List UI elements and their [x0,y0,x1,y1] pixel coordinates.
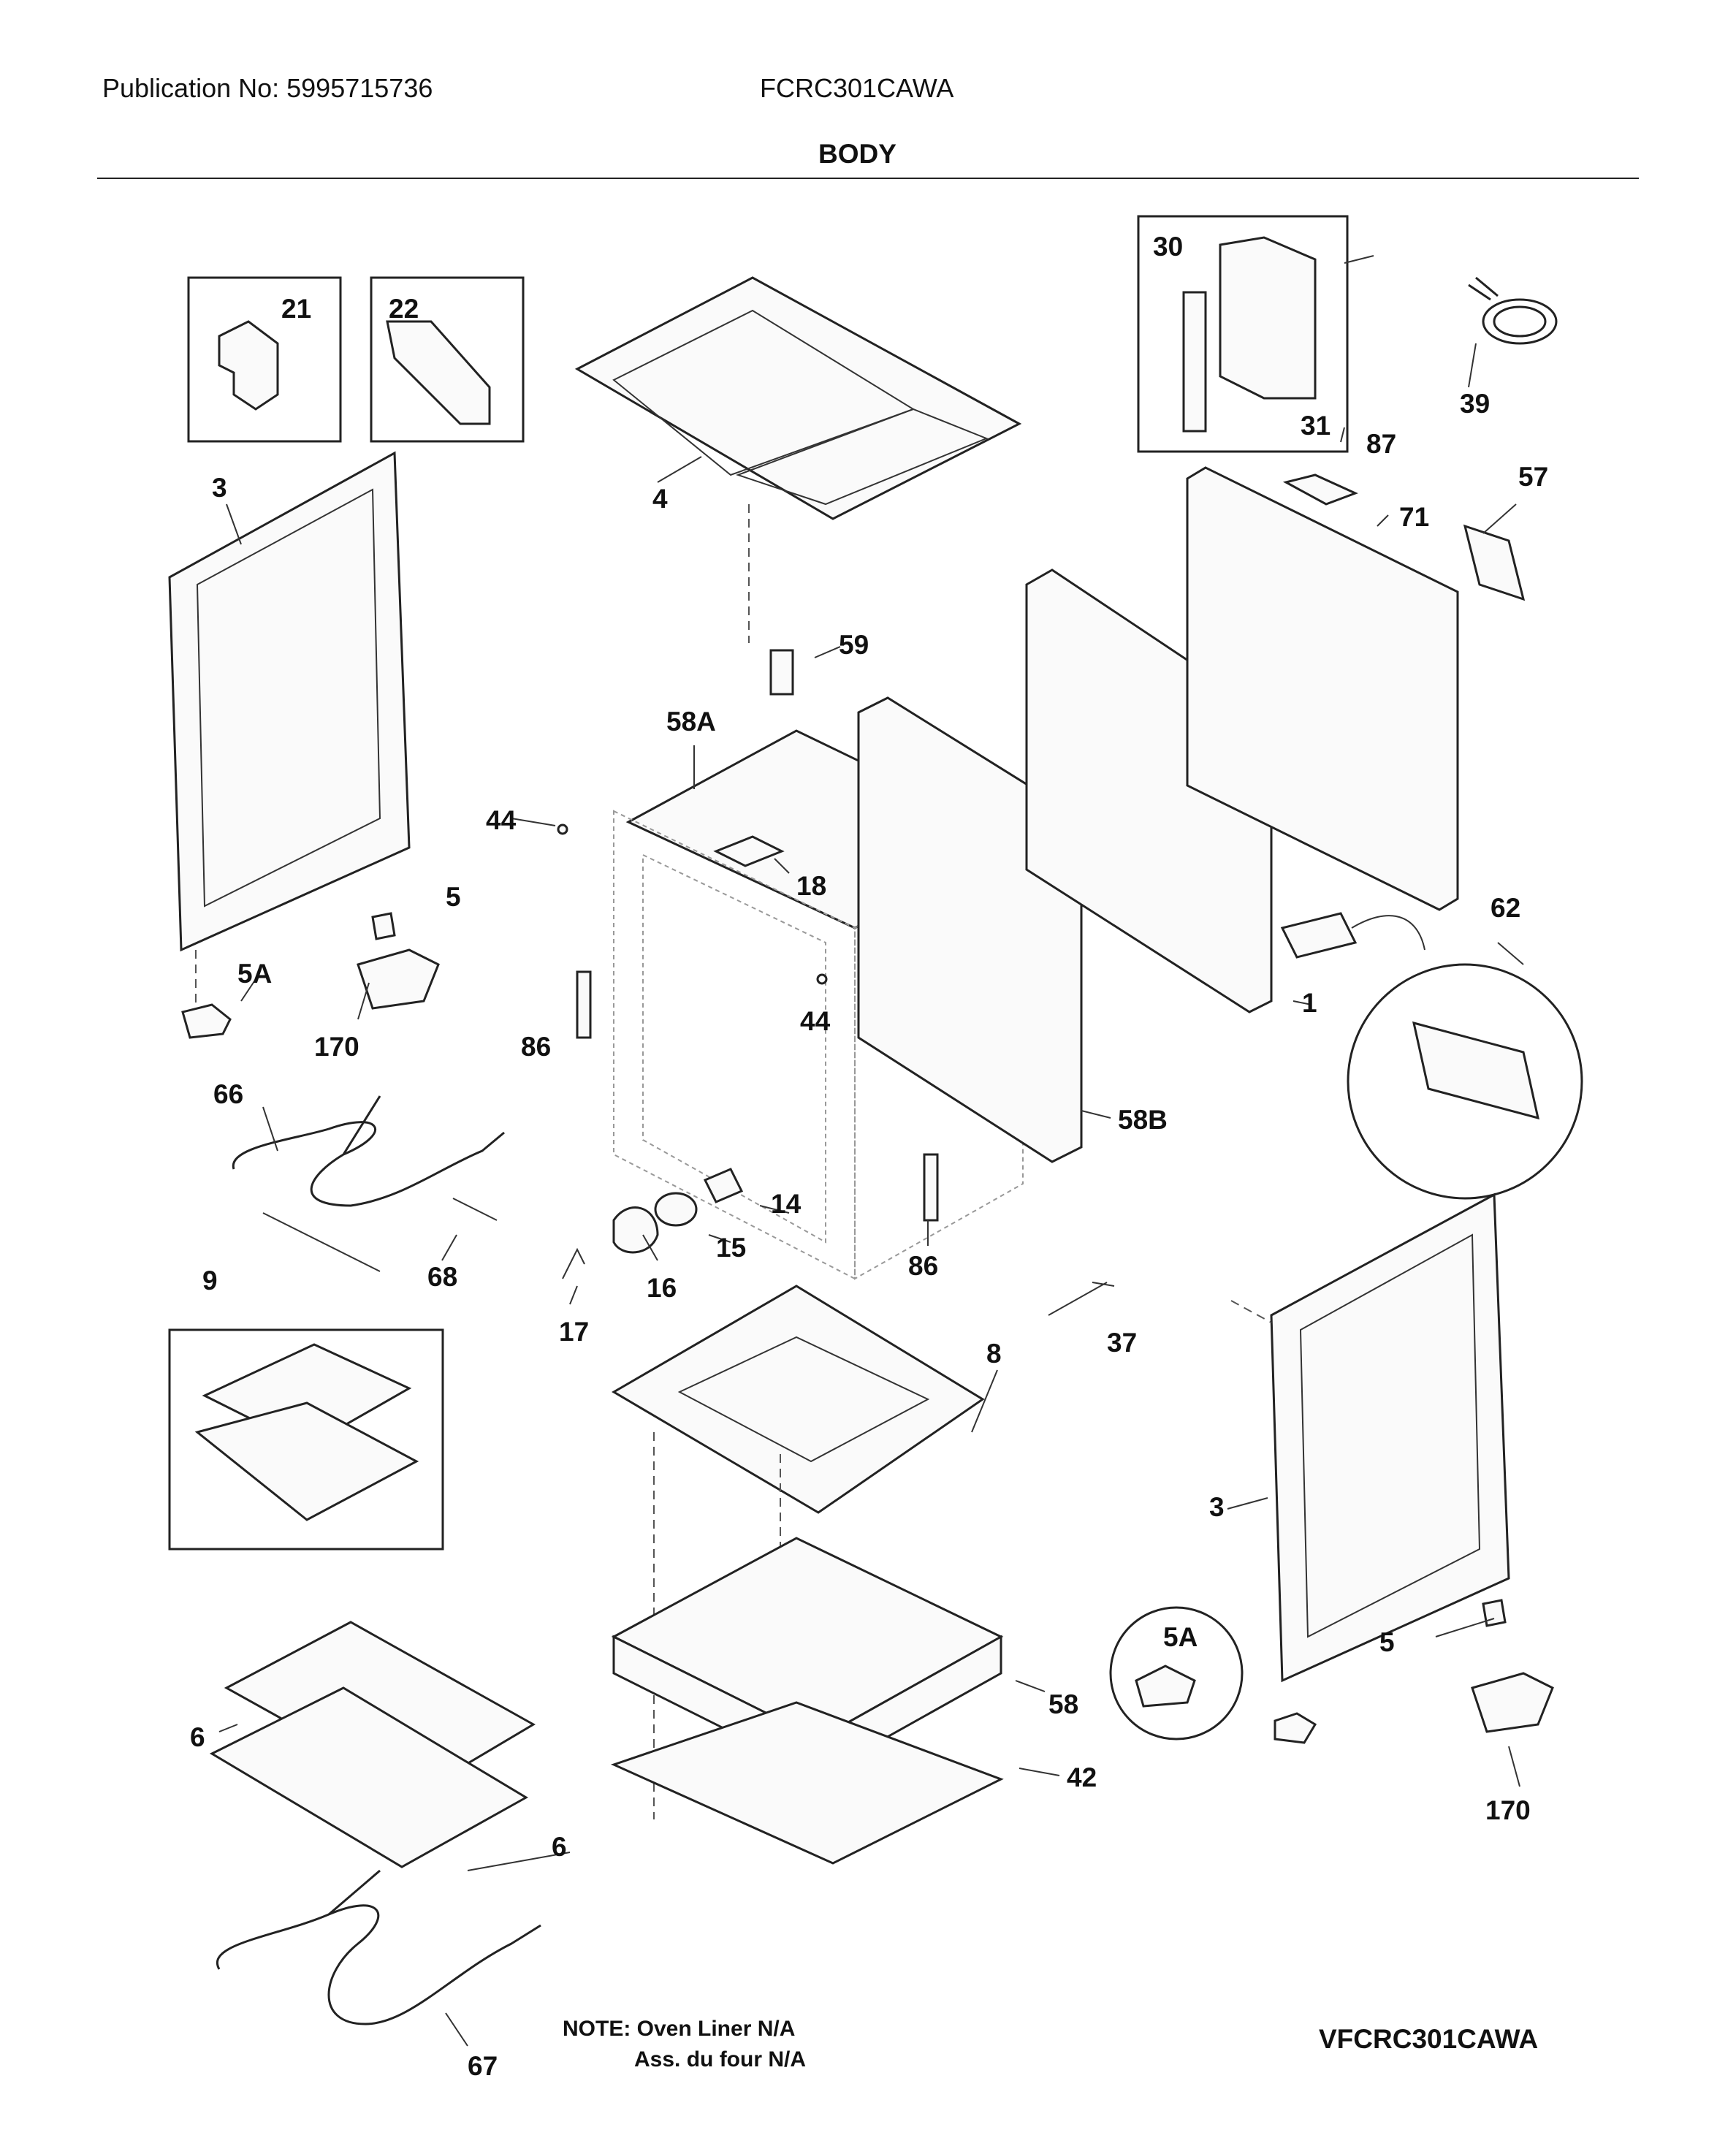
leader-lines [218,255,1524,2047]
callout-5A-right: 5A [1163,1622,1198,1652]
callout-42: 42 [1067,1762,1097,1792]
part-37-sensor [1048,1282,1115,1316]
part-14-lamp-socket [703,1168,744,1203]
callout-4: 4 [652,484,668,514]
callout-86-left: 86 [521,1032,551,1062]
part-170-bracket-left [357,948,440,1010]
callout-170-left: 170 [314,1032,359,1062]
callout-71: 71 [1399,502,1429,532]
callout-66: 66 [213,1079,243,1109]
part-8-oven-bottom [612,1285,985,1514]
part-86-hinge-receiver-right [923,1153,939,1222]
callout-14: 14 [771,1189,802,1219]
callout-5-left: 5 [446,882,461,912]
part-4-top-cover [574,276,1022,520]
part-30-31-inset-box [1137,215,1349,453]
callout-58B: 58B [1118,1105,1168,1135]
callout-6-upper: 6 [190,1722,205,1752]
note-oven-liner-fr: Ass. du four N/A [634,2047,807,2072]
callout-68: 68 [427,1262,457,1292]
part-22-inset-box [370,276,525,443]
part-3-left-side-panel [168,451,411,952]
callout-5-right: 5 [1379,1627,1395,1657]
part-87-bracket [1282,473,1358,506]
publication-number: Publication No: 5995715736 [102,73,433,103]
callout-39: 39 [1460,389,1490,419]
callout-21: 21 [281,294,311,324]
part-5-leveling-leg-left [371,912,396,940]
callout-5A-left: 5A [237,959,272,989]
callout-9: 9 [202,1266,218,1296]
callout-22: 22 [389,294,419,324]
part-18-bracket [713,835,785,867]
part-17-lamp-clip [562,1247,585,1279]
callout-8: 8 [986,1339,1002,1369]
part-86-hinge-receiver-left [576,970,592,1039]
part-5-leveling-leg-right [1482,1599,1507,1627]
part-68-element-bracket [262,1198,498,1272]
callout-31: 31 [1301,411,1330,441]
part-62-terminal-block-detail [1280,912,1583,1200]
callout-1: 1 [1302,988,1317,1018]
callout-16: 16 [647,1273,677,1303]
model-number: FCRC301CAWA [760,73,954,103]
part-59-vent-tube [769,649,794,696]
part-6-oven-rack-lower [209,1686,528,1868]
header-divider [97,178,1639,179]
part-66-bake-element [232,1095,505,1207]
part-42-bottom-tray [610,1701,1004,1865]
part-170-bracket-right [1471,1672,1554,1733]
callout-86-right: 86 [908,1251,938,1281]
callout-170-right: 170 [1485,1795,1531,1825]
part-57-vent-cover [1463,524,1526,601]
callout-30: 30 [1153,232,1183,262]
callout-37: 37 [1107,1328,1137,1358]
part-15-lamp-bulb [654,1192,698,1227]
part-44-screw-top [557,823,568,835]
callout-18: 18 [796,871,826,901]
part-71-rear-cover [1186,466,1459,911]
note-oven-liner: NOTE: Oven Liner N/A [563,2017,796,2041]
callout-67: 67 [468,2051,498,2081]
callout-15: 15 [716,1233,746,1263]
callout-87: 87 [1366,429,1396,459]
callout-6-lower: 6 [552,1832,567,1862]
callout-62: 62 [1491,893,1520,923]
part-9-broiler-pan-inset-box [168,1328,444,1551]
callout-59: 59 [839,630,869,660]
part-39-power-cord [1468,276,1558,345]
part-44-screw-side [816,973,828,985]
drawing-code: VFCRC301CAWA [1319,2024,1539,2054]
callout-58A: 58A [666,707,716,737]
callout-44-top: 44 [486,805,517,835]
callout-3-left: 3 [212,473,227,503]
part-16-lamp-cover [612,1206,659,1254]
callout-3-right: 3 [1209,1492,1225,1522]
part-5A-leg-base-detail-right [1109,1606,1317,1744]
part-3-right-side-panel [1270,1192,1510,1683]
part-67-broil-element [216,1869,541,2025]
callout-17: 17 [559,1317,589,1347]
callout-57: 57 [1518,462,1548,492]
part-5A-leg-base-left [181,1003,232,1039]
callout-58: 58 [1048,1689,1078,1719]
part-21-inset-box [187,276,342,443]
section-title: BODY [818,139,896,169]
callout-44-side: 44 [800,1006,831,1036]
